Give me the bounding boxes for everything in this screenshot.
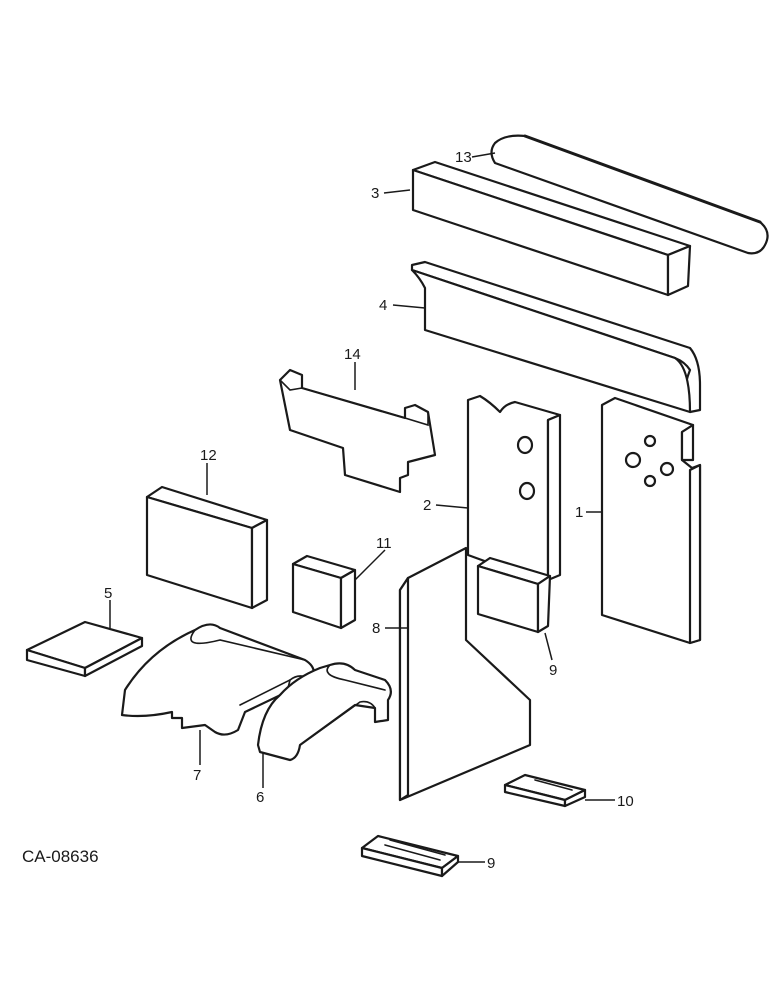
part-2-plate — [466, 394, 562, 584]
callout-3: 3 — [371, 185, 379, 202]
callout-1: 1 — [575, 504, 583, 521]
callout-4: 4 — [379, 297, 387, 314]
callout-13: 13 — [455, 149, 472, 166]
part-13-cushion — [490, 134, 769, 255]
part-8-plate — [398, 546, 532, 802]
part-9-lower-pad — [360, 834, 460, 878]
callout-11: 11 — [376, 535, 392, 552]
callout-12: 12 — [200, 447, 217, 464]
leader-lines — [109, 152, 615, 863]
part-12-block — [145, 485, 269, 610]
leader-13 — [471, 152, 496, 158]
callout-7: 7 — [193, 767, 201, 784]
part-6-clip — [256, 662, 392, 762]
leader-2 — [435, 504, 469, 509]
callout-10: 10 — [617, 793, 634, 810]
callout-8: 8 — [372, 620, 380, 637]
callout-9-upper: 9 — [549, 662, 557, 679]
leader-4 — [392, 304, 426, 309]
part-9-upper-block — [476, 556, 552, 634]
part-5-pad — [25, 620, 144, 678]
part-1-plate — [600, 396, 702, 645]
part-10-pad — [503, 773, 587, 808]
callout-2: 2 — [423, 497, 431, 514]
leader-11 — [354, 549, 386, 581]
callout-14: 14 — [344, 346, 361, 363]
callout-9-lower: 9 — [487, 855, 495, 872]
drawing-code: CA-08636 — [22, 847, 99, 866]
callout-6: 6 — [256, 789, 264, 806]
callouts: 13 3 4 14 12 2 1 11 5 8 9 7 6 10 9 — [104, 149, 634, 872]
part-14-bracket — [278, 368, 437, 494]
callout-5: 5 — [104, 585, 112, 602]
part-3-block — [411, 160, 692, 297]
leader-9a — [544, 632, 553, 661]
leader-3 — [383, 189, 411, 194]
part-11-cube — [291, 554, 357, 630]
part-4-panel — [410, 260, 702, 414]
